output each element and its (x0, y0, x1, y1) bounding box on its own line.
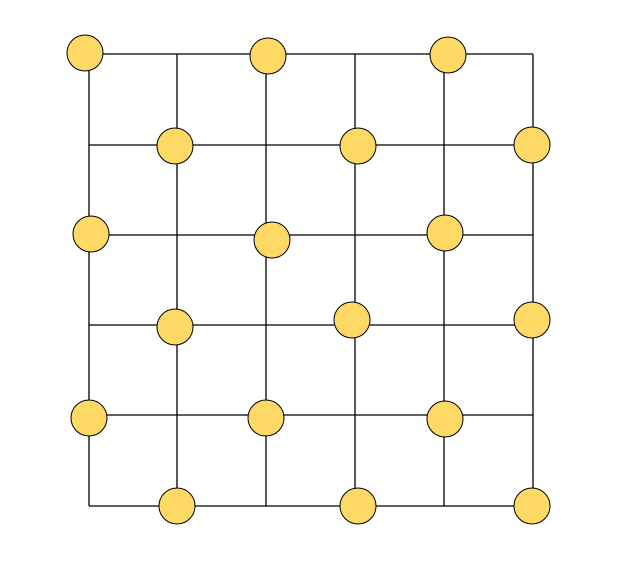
grid-node-14 (426, 400, 464, 438)
grid-node-2 (429, 36, 467, 74)
grid-node-1 (249, 37, 287, 75)
grid-node-13 (247, 399, 285, 437)
grid-node-6 (72, 215, 110, 253)
grid-node-16 (339, 487, 377, 525)
grid-node-15 (158, 487, 196, 525)
grid-lines (88, 53, 534, 507)
grid-node-0 (66, 34, 104, 72)
grid-node-7 (253, 221, 291, 259)
grid-node-4 (339, 127, 377, 165)
grid-node-5 (513, 126, 551, 164)
grid-nodes (66, 34, 551, 525)
grid-node-3 (156, 127, 194, 165)
grid-node-9 (156, 308, 194, 346)
grid-node-12 (70, 399, 108, 437)
grid-node-8 (426, 214, 464, 252)
grid-node-11 (513, 301, 551, 339)
grid-node-17 (513, 487, 551, 525)
grid-node-10 (333, 301, 371, 339)
